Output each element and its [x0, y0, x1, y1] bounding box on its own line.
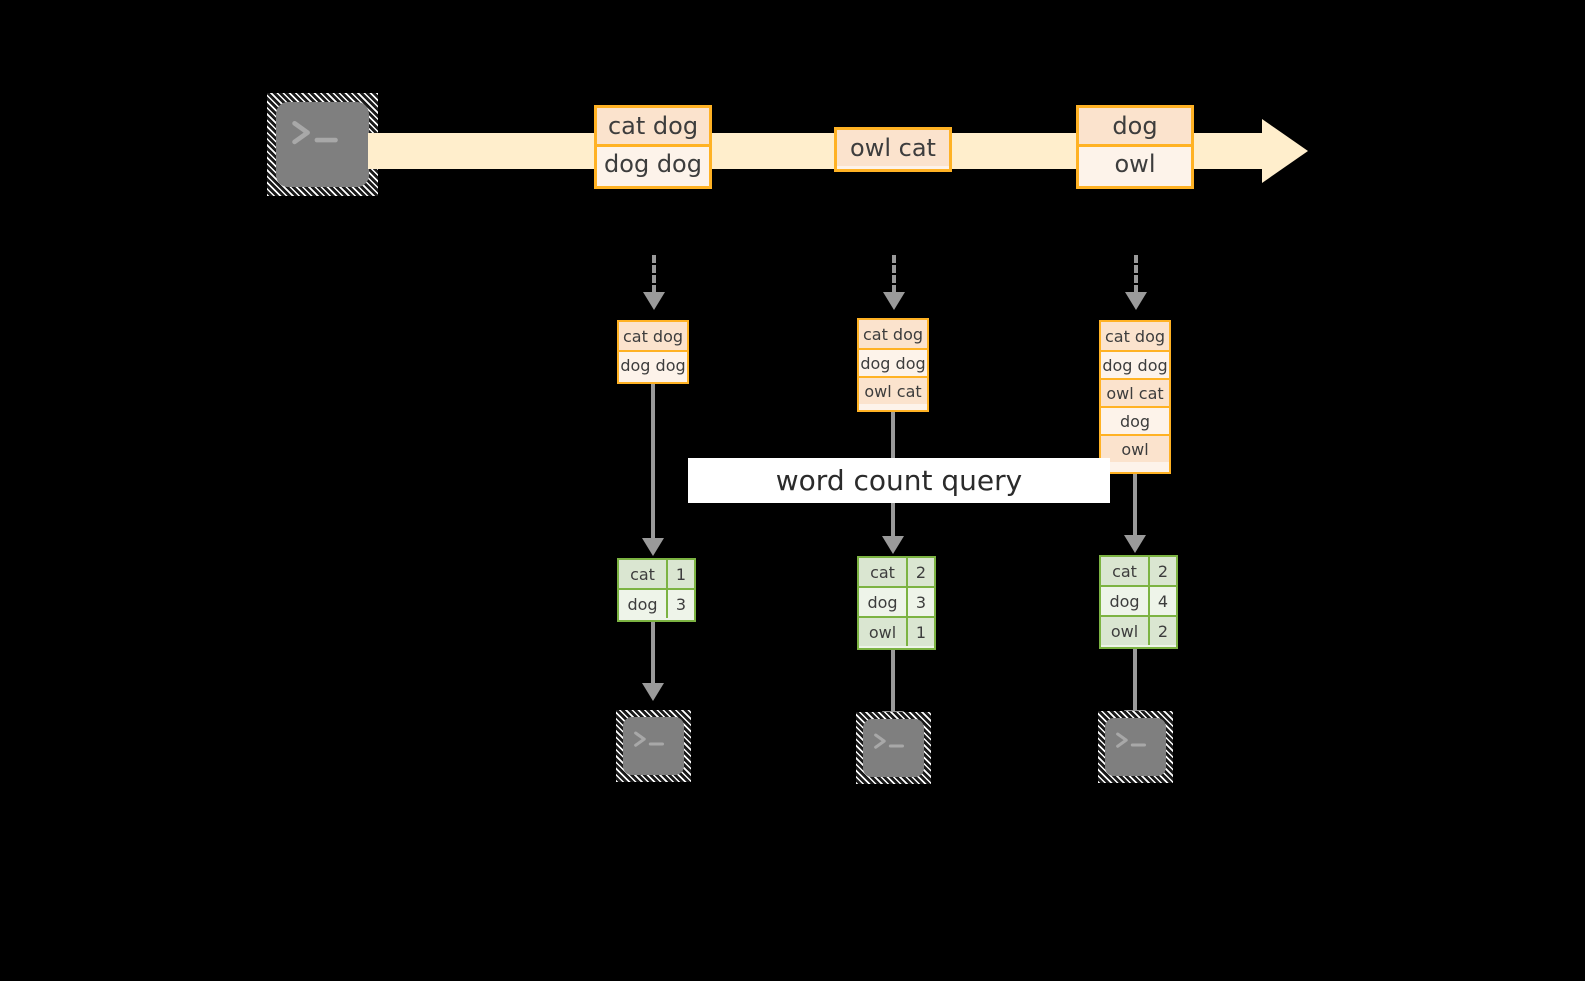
stream-event-1: cat dog dog dog: [594, 105, 712, 189]
snapshot-3-tap-arrowhead: [1125, 292, 1147, 310]
input-row: owl cat: [859, 376, 927, 404]
input-row: dog dog: [1101, 350, 1169, 378]
stream-ribbon-arrowhead: [1262, 119, 1308, 183]
result-count: 2: [1148, 617, 1176, 645]
terminal-prompt-glyph: [874, 733, 905, 749]
snapshot-2-result-table: cat 2 dog 3 owl 1: [857, 556, 936, 650]
input-row: dog dog: [859, 348, 927, 376]
table-row: cat 2: [859, 558, 934, 586]
input-row: dog dog: [619, 350, 687, 378]
snapshot-3-input-box: cat dog dog dog owl cat dog owl: [1099, 320, 1171, 474]
result-count: 3: [666, 590, 694, 618]
terminal-prompt-glyph: [292, 120, 338, 145]
input-row: cat dog: [859, 320, 927, 348]
source-terminal-icon: [267, 93, 378, 196]
event-line: dog: [1079, 108, 1191, 144]
table-row: dog 3: [619, 588, 694, 618]
snapshot-3-query-arrowhead: [1124, 535, 1146, 553]
snapshot-1-sink-line: [651, 622, 655, 684]
stream-event-2: owl cat: [834, 127, 952, 172]
snapshot-1-sink-arrowhead: [642, 683, 664, 701]
snapshot-1-query-line: [651, 384, 655, 539]
query-label: word count query: [688, 458, 1110, 503]
event-line: owl: [1079, 144, 1191, 180]
snapshot-3-result-table: cat 2 dog 4 owl 2: [1099, 555, 1178, 649]
result-count: 1: [906, 618, 934, 646]
table-row: owl 1: [859, 616, 934, 646]
result-word: owl: [1101, 617, 1148, 645]
terminal-screen: [623, 717, 684, 775]
input-row: cat dog: [1101, 322, 1169, 350]
terminal-prompt-glyph: [1116, 732, 1147, 748]
snapshot-1-result-table: cat 1 dog 3: [617, 558, 696, 622]
table-row: dog 3: [859, 586, 934, 616]
snapshot-3-query-line: [1133, 474, 1137, 536]
result-word: cat: [619, 560, 666, 588]
snapshot-3-sink-terminal-icon: [1098, 711, 1173, 783]
terminal-screen: [1105, 718, 1166, 776]
snapshot-1-input-box: cat dog dog dog: [617, 320, 689, 384]
snapshot-1-tap-line: [652, 255, 656, 293]
snapshot-2-sink-line: [891, 650, 895, 712]
snapshot-3-sink-line: [1133, 649, 1137, 711]
result-word: owl: [859, 618, 906, 646]
result-word: cat: [859, 558, 906, 586]
table-row: cat 2: [1101, 557, 1176, 585]
result-word: cat: [1101, 557, 1148, 585]
terminal-screen: [276, 102, 369, 187]
snapshot-1-tap-arrowhead: [643, 292, 665, 310]
result-word: dog: [619, 590, 666, 618]
event-line: dog dog: [597, 144, 709, 180]
terminal-prompt-glyph: [634, 731, 665, 747]
event-line: cat dog: [597, 108, 709, 144]
table-row: dog 4: [1101, 585, 1176, 615]
result-count: 3: [906, 588, 934, 616]
table-row: cat 1: [619, 560, 694, 588]
snapshot-2-tap-line: [892, 255, 896, 293]
result-count: 1: [666, 560, 694, 588]
result-word: dog: [859, 588, 906, 616]
terminal-screen: [863, 719, 924, 777]
event-line: owl cat: [837, 130, 949, 166]
result-word: dog: [1101, 587, 1148, 615]
result-count: 2: [906, 558, 934, 586]
table-row: owl 2: [1101, 615, 1176, 645]
result-count: 2: [1148, 557, 1176, 585]
input-row: owl: [1101, 434, 1169, 462]
snapshot-2-sink-terminal-icon: [856, 712, 931, 784]
snapshot-3-tap-line: [1134, 255, 1138, 293]
snapshot-2-input-box: cat dog dog dog owl cat: [857, 318, 929, 412]
stream-event-3: dog owl: [1076, 105, 1194, 189]
input-row: owl cat: [1101, 378, 1169, 406]
result-count: 4: [1148, 587, 1176, 615]
snapshot-2-query-arrowhead: [882, 536, 904, 554]
snapshot-1-sink-terminal-icon: [616, 710, 691, 782]
input-row: cat dog: [619, 322, 687, 350]
input-row: dog: [1101, 406, 1169, 434]
snapshot-1-query-arrowhead: [642, 538, 664, 556]
snapshot-2-tap-arrowhead: [883, 292, 905, 310]
